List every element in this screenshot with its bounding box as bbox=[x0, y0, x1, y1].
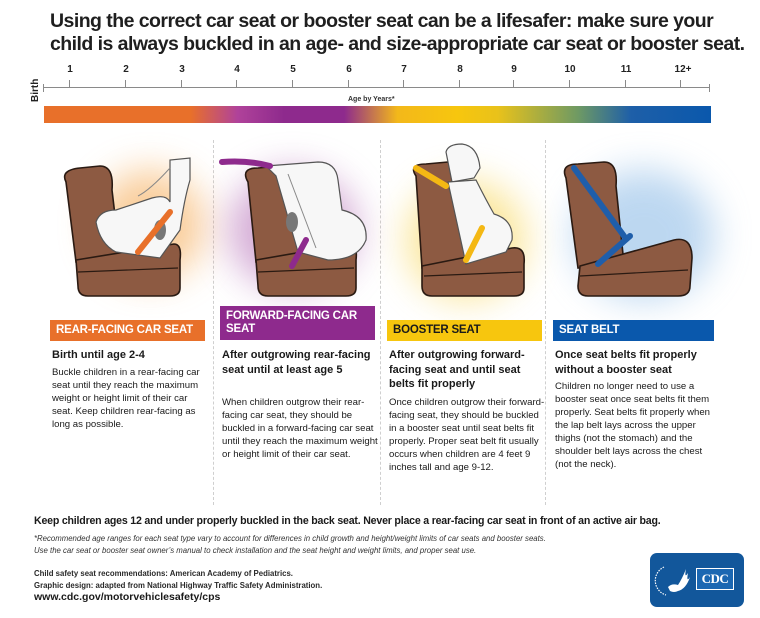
timeline-tick bbox=[69, 80, 70, 88]
footnote-line-2: Use the car seat or booster seat owner’s… bbox=[34, 545, 477, 555]
timeline-tick-label: 4 bbox=[234, 64, 240, 75]
booster-seat-illustration bbox=[386, 140, 546, 305]
seat-belt-body: Children no longer need to use a booster… bbox=[555, 381, 710, 470]
page-title: Using the correct car seat or booster se… bbox=[50, 10, 745, 55]
timeline-axis-title: Age by Years* bbox=[348, 96, 395, 103]
timeline-tick-label: 10 bbox=[564, 64, 576, 75]
footnote-line-1: *Recommended age ranges for each seat ty… bbox=[34, 534, 546, 543]
timeline-tick-label: 8 bbox=[457, 64, 463, 75]
seat-belt-header: SEAT BELT bbox=[553, 320, 714, 341]
seat-belt-seat-icon bbox=[563, 161, 693, 297]
cdc-logo: CDC bbox=[650, 553, 744, 607]
timeline-tick-label: 5 bbox=[290, 64, 296, 75]
credits: Child safety seat recommendations: Ameri… bbox=[34, 568, 322, 591]
rear-facing-subtitle: Birth until age 2-4 bbox=[52, 349, 145, 361]
age-range-footnote: *Recommended age ranges for each seat ty… bbox=[34, 533, 734, 556]
timeline-tick-label: 1 bbox=[67, 64, 73, 75]
column-divider bbox=[380, 140, 381, 505]
forward-facing-body: When children outgrow their rear-facing … bbox=[222, 397, 378, 460]
seat-belt-subtitle: Once seat belts fit properly without a b… bbox=[555, 349, 697, 376]
timeline-tick bbox=[125, 80, 126, 88]
timeline-axis bbox=[43, 87, 709, 88]
rear-facing-car-seat-illustration bbox=[40, 140, 210, 305]
timeline-tick bbox=[236, 80, 237, 88]
timeline-tick bbox=[403, 80, 404, 88]
rear-facing-seat-icon bbox=[63, 157, 191, 297]
timeline-tick bbox=[680, 80, 681, 88]
timeline-tick-label: 3 bbox=[179, 64, 185, 75]
timeline-tick bbox=[292, 80, 293, 88]
timeline-tick bbox=[348, 80, 349, 88]
back-seat-warning: Keep children ages 12 and under properly… bbox=[34, 515, 661, 527]
timeline-end-tick bbox=[709, 84, 710, 92]
timeline-tick-label: 12+ bbox=[674, 64, 692, 75]
column-divider bbox=[213, 140, 214, 505]
timeline-start-tick bbox=[43, 84, 44, 92]
timeline-tick bbox=[181, 80, 182, 88]
timeline-tick-label: 9 bbox=[511, 64, 517, 75]
column-divider bbox=[545, 140, 546, 505]
forward-facing-header: FORWARD-FACING CAR SEAT bbox=[220, 306, 375, 340]
timeline-tick-label: 7 bbox=[401, 64, 407, 75]
timeline-tick bbox=[569, 80, 570, 88]
forward-facing-car-seat-illustration bbox=[218, 140, 383, 305]
age-color-gradient-bar bbox=[44, 106, 711, 123]
hhs-eagle-icon bbox=[654, 566, 690, 596]
forward-facing-subtitle: After outgrowing rear-facing seat until … bbox=[222, 349, 371, 376]
timeline-tick bbox=[513, 80, 514, 88]
cdc-wordmark: CDC bbox=[696, 568, 734, 590]
booster-seat-icon bbox=[412, 143, 526, 297]
timeline-birth-label: Birth bbox=[30, 78, 41, 102]
timeline-tick-label: 2 bbox=[123, 64, 129, 75]
credits-line-1: Child safety seat recommendations: Ameri… bbox=[34, 569, 293, 578]
booster-subtitle: After outgrowing forward-facing seat and… bbox=[389, 349, 525, 390]
credits-line-2: Graphic design: adapted from National Hi… bbox=[34, 580, 323, 590]
seat-belt-illustration bbox=[554, 140, 724, 305]
booster-body: Once children outgrow their forward-faci… bbox=[389, 397, 545, 473]
age-timeline: Birth 1 2 3 4 5 6 7 8 9 10 11 12+ Age by… bbox=[28, 60, 728, 130]
rear-facing-body: Buckle children in a rear-facing car sea… bbox=[52, 367, 200, 430]
booster-header: BOOSTER SEAT bbox=[387, 320, 542, 341]
cdc-url-link[interactable]: www.cdc.gov/motorvehiclesafety/cps bbox=[34, 591, 221, 603]
forward-facing-seat-icon bbox=[219, 158, 367, 297]
timeline-tick-label: 11 bbox=[620, 64, 632, 75]
timeline-tick bbox=[459, 80, 460, 88]
timeline-tick-label: 6 bbox=[346, 64, 352, 75]
timeline-tick bbox=[625, 80, 626, 88]
rear-facing-header: REAR-FACING CAR SEAT bbox=[50, 320, 205, 341]
